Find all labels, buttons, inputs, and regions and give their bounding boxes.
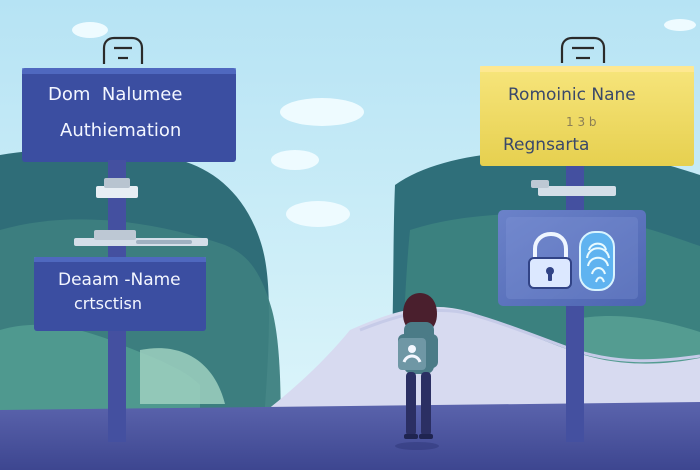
right-top-sign-line2: 1 3 b	[566, 115, 597, 129]
left-bottom-sign: Deaam ‑Name crtsctisn	[34, 257, 206, 331]
right-bracket-detail	[531, 180, 549, 188]
left-highlight	[140, 348, 225, 404]
left-top-sign-line1: Dom ⁠⁠⁠ Nalumee	[48, 84, 182, 105]
person	[395, 293, 439, 450]
bracket-icon	[102, 36, 144, 64]
left-clamp-detail	[104, 178, 130, 188]
left-middle-bracket	[74, 230, 208, 246]
right-top-sign-line1: Romoinic Nane	[508, 85, 636, 105]
right-panel-sign	[498, 210, 646, 306]
left-top-sign-line2: Authiemation	[60, 120, 181, 141]
ground	[0, 402, 700, 470]
left-top-sign: Dom ⁠⁠⁠ Nalumee Authiemation	[22, 68, 236, 162]
bracket-icon	[560, 36, 606, 63]
right-top-sign: Romoinic Nane 1 3 b Regnsarta	[480, 66, 694, 166]
left-clamp-top	[96, 186, 138, 198]
right-top-sign-line3: Regnsarta	[503, 135, 589, 155]
left-bottom-sign-line2: crtsctisn	[74, 294, 142, 313]
fingerprint-icon	[579, 231, 615, 291]
lock-icon	[528, 231, 572, 289]
right-bracket	[538, 186, 616, 196]
left-bottom-sign-line1: Deaam ‑Name	[58, 270, 181, 290]
